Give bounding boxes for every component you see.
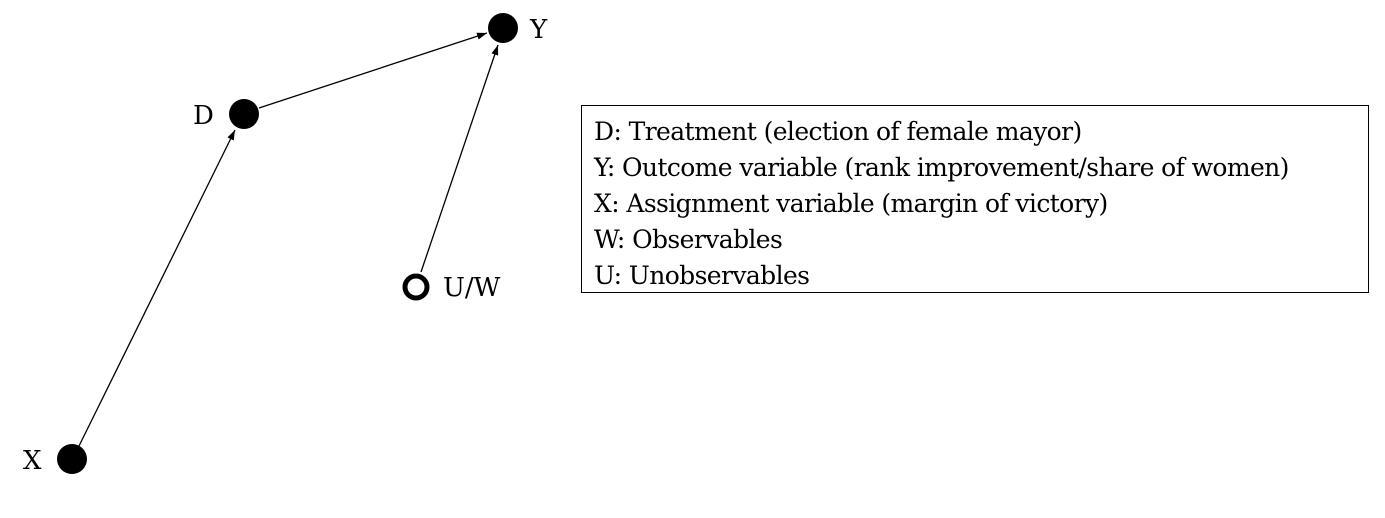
edge-d-to-y [258, 32, 488, 109]
node-d [229, 99, 259, 129]
legend-line-d: D: Treatment (election of female mayor) [594, 117, 1082, 146]
node-label-x: X [23, 446, 42, 476]
legend-line-w: W: Observables [594, 225, 783, 254]
legend-line-x: X: Assignment variable (margin of victor… [594, 189, 1108, 218]
node-label-d: D [193, 101, 214, 131]
legend-line-y: Y: Outcome variable (rank improvement/sh… [594, 153, 1289, 182]
node-x [57, 444, 87, 474]
node-uw [402, 273, 430, 301]
edge-uw-to-y [420, 44, 499, 273]
node-y [488, 13, 518, 43]
legend-box: D: Treatment (election of female mayor) … [581, 105, 1369, 293]
node-label-uw: U/W [443, 273, 501, 303]
node-label-y: Y [529, 15, 548, 45]
legend-line-u: U: Unobservables [594, 261, 810, 290]
edge-x-to-d [78, 129, 236, 447]
